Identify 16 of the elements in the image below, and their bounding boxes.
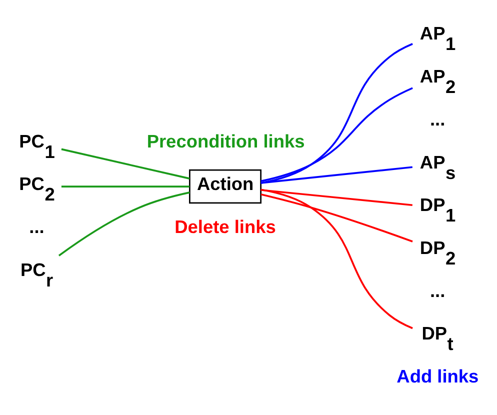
connector (260, 194, 413, 242)
connector (58, 192, 190, 256)
connector (61, 186, 190, 188)
connector (260, 43, 413, 184)
label: ... (430, 280, 446, 301)
connector (61, 148, 190, 180)
node-box: Action (189, 169, 262, 204)
connector (260, 87, 413, 182)
label: ... (29, 216, 44, 238)
connector (260, 166, 412, 184)
label: Delete links (174, 216, 276, 238)
label: ... (430, 108, 446, 130)
label: Precondition links (146, 130, 305, 152)
label: Add links (396, 366, 479, 387)
connector (260, 189, 412, 206)
connector (260, 188, 413, 330)
